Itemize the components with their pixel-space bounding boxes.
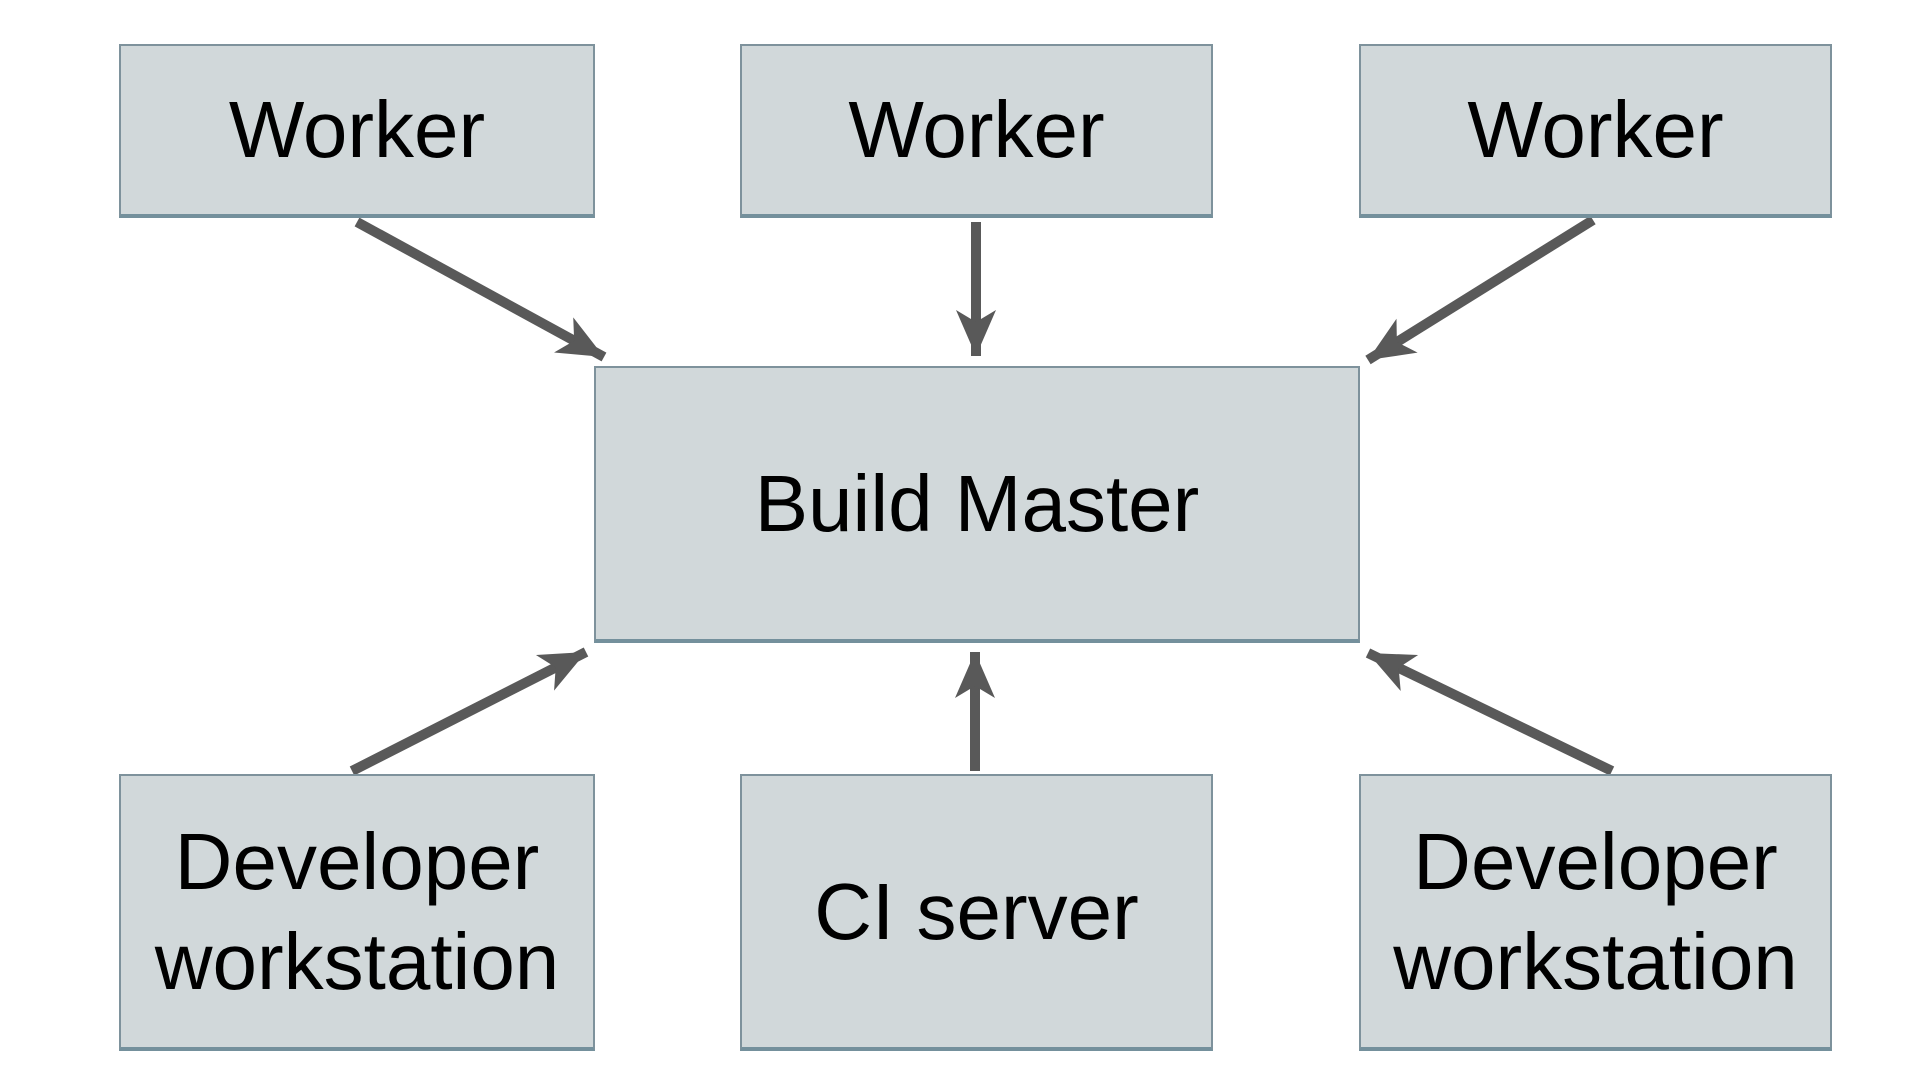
node-label: Worker [228,85,486,174]
arrow-worker3-to-build-master [1365,215,1596,365]
node-ci-server: CI server [740,774,1213,1051]
node-label: Developer [174,816,540,906]
node-build-master: Build Master [594,366,1360,643]
node-label: Worker [848,85,1105,174]
node-label: Worker [1467,85,1724,174]
arrow-worker1-to-build-master [354,217,607,362]
node-worker-2: Worker [740,44,1213,218]
node-developer-workstation-left: Developer workstation [119,774,595,1051]
node-label: CI server [814,866,1139,956]
arrow-dev-right-to-build-master [1365,648,1615,776]
node-label: workstation [1393,916,1798,1006]
node-developer-workstation-right: Developer workstation [1359,774,1832,1051]
node-worker-1: Worker [119,44,595,218]
arrow-dev-left-to-build-master [349,647,589,776]
node-label: workstation [154,916,560,1006]
node-worker-3: Worker [1359,44,1832,218]
node-label: Developer [1413,816,1778,906]
node-label: Build Master [754,458,1200,548]
